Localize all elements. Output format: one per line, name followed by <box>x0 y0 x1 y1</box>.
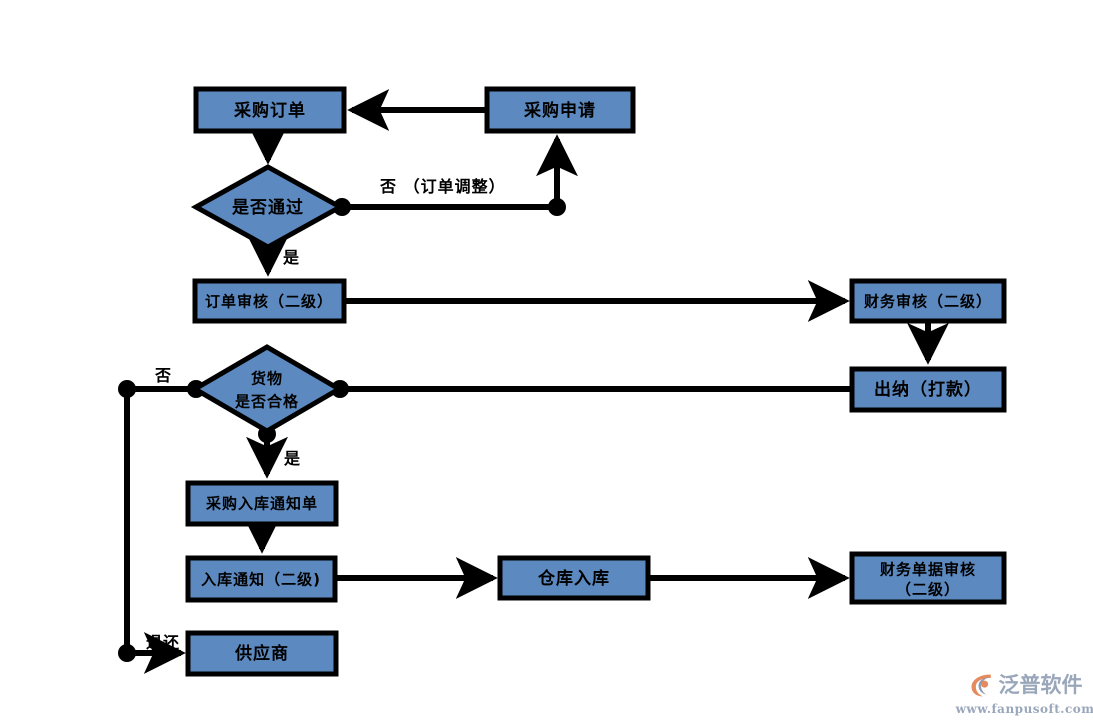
edge-labels: 否 （订单调整） 是 否 是 退还 <box>146 177 506 652</box>
edge-label-no-goods: 否 <box>154 366 172 385</box>
brand-logo: 泛普软件 www.fanpusoft.com <box>956 668 1093 718</box>
dot-return-bottom <box>118 644 136 662</box>
node-approved-decision-label: 是否通过 <box>232 198 304 218</box>
node-goods-qualified-label-line1: 货物 <box>251 370 283 388</box>
node-purchase-request-label: 采购申请 <box>523 100 596 121</box>
node-purchase-order-label: 采购订单 <box>233 100 306 121</box>
edge-label-return: 退还 <box>146 633 180 652</box>
node-finance-doc-review-label-line1: 财务单据审核 <box>880 561 976 579</box>
node-finance-doc-review[interactable]: 财务单据审核 （二级） <box>849 551 1007 605</box>
node-warehouse-inbound-label: 仓库入库 <box>537 568 610 589</box>
node-order-review-l2-label: 订单审核（二级） <box>205 293 333 311</box>
brand-logo-row: 泛普软件 <box>968 670 1083 700</box>
node-order-review-l2[interactable]: 订单审核（二级） <box>192 278 347 324</box>
edge-label-no-order-adjust: 否 （订单调整） <box>379 177 506 196</box>
node-warehouse-inbound[interactable]: 仓库入库 <box>497 555 651 601</box>
edge-label-yes-approved: 是 <box>282 248 300 267</box>
node-approved-decision[interactable]: 是否通过 <box>190 164 346 250</box>
node-finance-review-l2-label: 财务审核（二级） <box>864 293 992 311</box>
node-purchase-inbound-note[interactable]: 采购入库通知单 <box>185 480 339 527</box>
node-supplier[interactable]: 供应商 <box>185 630 339 677</box>
node-goods-qualified[interactable]: 货物 是否合格 <box>190 344 344 434</box>
dot-return-top <box>118 380 136 398</box>
node-purchase-order[interactable]: 采购订单 <box>193 86 347 134</box>
node-cashier-payment[interactable]: 出纳（打款） <box>849 366 1007 413</box>
node-inbound-notice-l2-label: 入库通知（二级) <box>201 571 321 589</box>
brand-url: www.fanpusoft.com <box>955 702 1093 716</box>
fanpu-logo-icon <box>971 674 991 697</box>
node-goods-qualified-label-line2: 是否合格 <box>234 393 299 411</box>
node-purchase-inbound-note-label: 采购入库通知单 <box>205 495 318 513</box>
node-finance-doc-review-label-line2: （二级） <box>896 581 960 599</box>
node-inbound-notice-l2[interactable]: 入库通知（二级) <box>185 555 338 603</box>
brand-name: 泛普软件 <box>998 672 1083 697</box>
node-finance-review-l2[interactable]: 财务审核（二级） <box>849 278 1007 324</box>
node-purchase-request[interactable]: 采购申请 <box>484 86 636 134</box>
node-cashier-payment-label: 出纳（打款） <box>874 379 982 400</box>
node-supplier-label: 供应商 <box>234 643 289 664</box>
edge-label-yes-goods: 是 <box>283 449 301 468</box>
dot-request-below <box>548 198 566 216</box>
